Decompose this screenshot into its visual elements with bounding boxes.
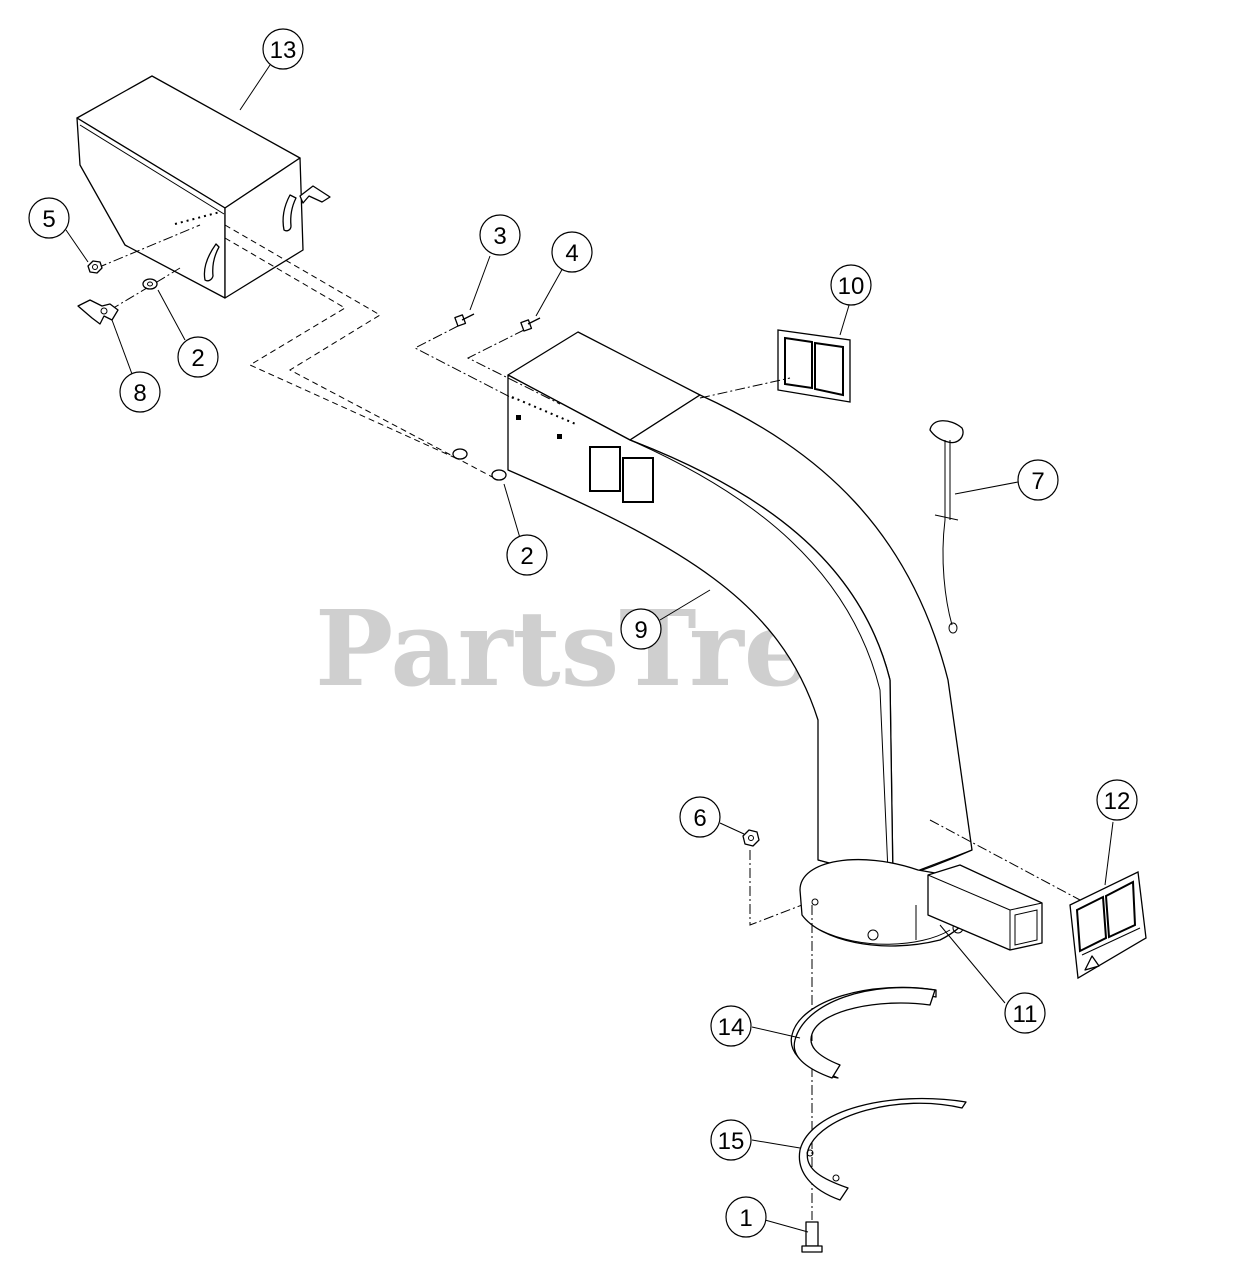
nut-base [742,829,760,847]
svg-text:7: 7 [1031,468,1044,495]
assembly-line-hood [224,224,499,481]
wing-nut [77,299,119,325]
assembly-line-decal-12 [929,819,1081,901]
callout-12: 12 [1096,779,1138,821]
assembly-line-decal-10 [699,377,791,399]
callout-13: 13 [262,28,304,70]
assembly-line-hood-2 [224,237,461,461]
bolt-3 [454,313,475,327]
svg-text:11: 11 [1013,1001,1038,1028]
svg-text:4: 4 [565,240,578,267]
callout-3: 3 [479,214,521,256]
assembly-line-nut [96,224,201,269]
callout-9: 9 [620,608,662,650]
svg-text:2: 2 [520,543,533,570]
svg-text:1: 1 [739,1205,752,1232]
bolt-1 [801,1221,823,1253]
svg-text:9: 9 [634,617,647,644]
callout-4: 4 [551,231,593,273]
discharge-chute [507,331,973,881]
svg-text:13: 13 [270,37,297,64]
callout-11: 11 [1004,992,1046,1034]
washer-chute-upper [452,448,468,460]
callout-1: 1 [725,1196,767,1238]
callout-6: 6 [679,796,721,838]
callout-7: 7 [1017,459,1059,501]
chute-base-flange [799,859,1043,951]
decal-10 [777,329,851,403]
callout-14: 14 [710,1005,752,1047]
svg-text:10: 10 [838,273,865,300]
svg-text:12: 12 [1104,788,1131,815]
bolt-4 [520,317,541,332]
callout-10: 10 [830,264,872,306]
hitch-pin [929,420,964,634]
callout-8: 8 [119,371,161,413]
washer-chute-lower [491,469,507,481]
callout-2-hood: 2 [177,336,219,378]
assembly-line-bolt-4 [466,329,561,405]
nut-hood [87,260,103,274]
svg-text:14: 14 [718,1014,745,1041]
callout-5: 5 [28,197,70,239]
callout-15: 15 [710,1119,752,1161]
assembly-line-bolt-3 [413,325,517,401]
deflector-hood [76,75,331,299]
washer-hood [142,278,158,290]
shim-15 [798,1097,967,1201]
svg-text:8: 8 [133,380,146,407]
decal-12 [1069,871,1147,980]
shim-14 [790,986,937,1079]
svg-text:15: 15 [718,1128,745,1155]
svg-text:5: 5 [42,206,55,233]
assembly-line-nut-6 [749,850,816,926]
svg-text:3: 3 [493,223,506,250]
svg-text:2: 2 [191,345,204,372]
svg-text:6: 6 [693,805,706,832]
callout-2-chute: 2 [506,534,548,576]
assembly-line-wingnut [109,267,181,311]
